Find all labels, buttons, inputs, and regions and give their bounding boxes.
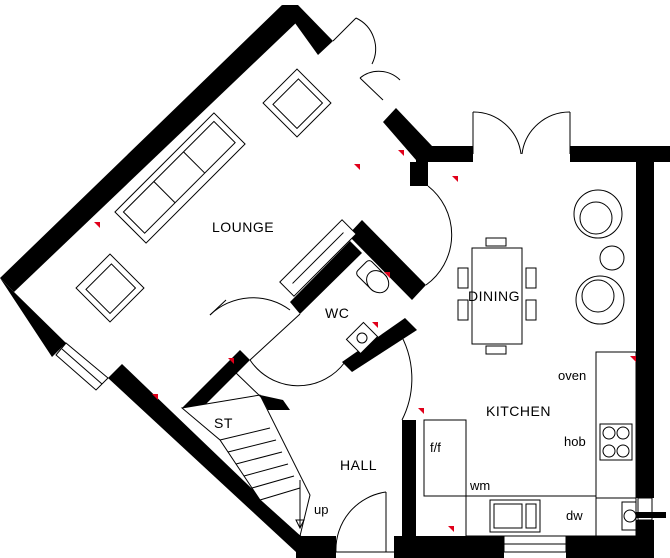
markers — [94, 150, 636, 532]
label-oven: oven — [558, 368, 586, 383]
room-label-dining: DINING — [468, 288, 520, 304]
stairs — [180, 371, 311, 537]
label-dishwasher: dw — [566, 508, 583, 523]
internal-walls — [182, 220, 426, 536]
room-label-wc: WC — [325, 305, 349, 321]
exterior-walls — [0, 5, 670, 558]
label-washing-machine: wm — [469, 478, 490, 493]
room-labels: LOUNGE DINING KITCHEN WC HALL ST — [212, 219, 551, 473]
kitchen-units — [423, 351, 666, 537]
room-label-store: ST — [214, 415, 233, 431]
dining-furniture — [457, 237, 537, 355]
wc-fixtures — [345, 260, 390, 355]
label-fridge-freezer: f/f — [430, 440, 441, 455]
room-label-lounge: LOUNGE — [212, 219, 274, 235]
kitchen-seating — [573, 189, 625, 325]
room-label-kitchen: KITCHEN — [486, 403, 551, 419]
room-label-hall: HALL — [340, 457, 377, 473]
lounge-furniture — [75, 68, 357, 323]
doors — [209, 17, 571, 553]
label-hob: hob — [564, 434, 586, 449]
appliance-labels: oven hob f/f wm dw up — [314, 368, 586, 523]
label-stairs-up: up — [314, 502, 328, 517]
